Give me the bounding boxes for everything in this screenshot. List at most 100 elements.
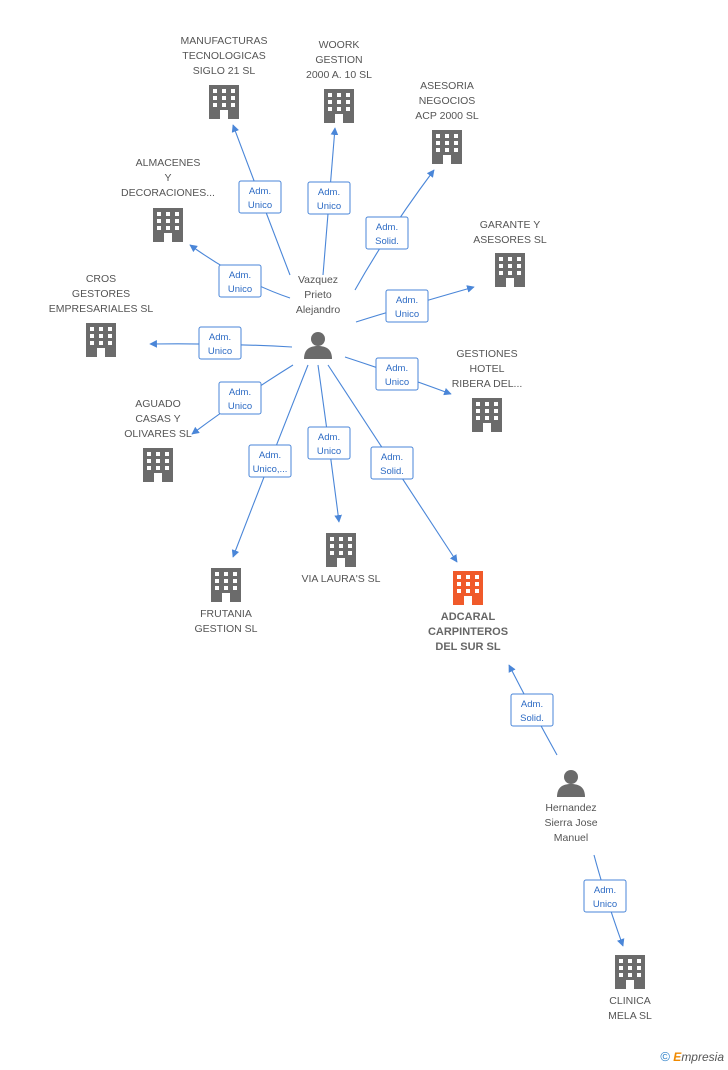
company-name: OLIVARES SL <box>124 428 192 440</box>
company-node-c11[interactable]: ADCARAL CARPINTEROS DEL SUR SL <box>428 571 508 653</box>
company-name: DEL SUR SL <box>435 641 500 653</box>
building-icon <box>211 568 241 602</box>
company-node-c12[interactable]: CLINICA MELA SL <box>608 955 652 1022</box>
edge-label-box <box>370 446 414 480</box>
edge-label-p1-c9[interactable]: Adm. Unico <box>307 426 351 460</box>
edge-label-text: Solid. <box>375 236 399 247</box>
company-node-c5[interactable]: GARANTE Y ASESORES SL <box>473 219 547 287</box>
company-name: WOORK <box>319 39 360 51</box>
company-name: FRUTANIA <box>200 608 252 620</box>
company-name: ACP 2000 SL <box>415 110 479 122</box>
company-node-c9[interactable]: VIA LAURA'S SL <box>301 533 381 585</box>
company-node-c2[interactable]: WOORK GESTION 2000 A. 10 SL <box>306 39 372 123</box>
edge-label-box <box>218 381 262 415</box>
edge-label-p1-c11[interactable]: Adm.Solid. <box>370 446 414 480</box>
edge-label-p1-c10[interactable]: Adm.Unico,... <box>248 444 292 478</box>
edge-label-text: Adm. <box>209 332 231 343</box>
edge-label-text: Unico <box>228 401 252 412</box>
company-name: AGUADO <box>135 398 181 410</box>
person-name: Alejandro <box>296 304 341 316</box>
edge-label-box <box>583 879 627 913</box>
edge-label-p2-c11[interactable]: Adm.Solid. <box>510 693 554 727</box>
building-icon <box>615 955 645 989</box>
building-icon <box>324 89 354 123</box>
building-icon <box>86 323 116 357</box>
edge-label-p2-c12[interactable]: Adm.Unico <box>583 879 627 913</box>
edge-label-text: Adm. <box>229 387 251 398</box>
edge-label-p1-c6[interactable]: Adm. Unico <box>198 326 242 360</box>
edge-label-text: Unico <box>385 377 409 388</box>
edge-label-p1-c4[interactable]: Adm. Unico <box>218 264 262 298</box>
edge-label-p1-c5[interactable]: Adm.Unico <box>385 289 429 323</box>
company-name: CLINICA <box>609 995 650 1007</box>
edge-label-text: Unico <box>317 446 341 457</box>
person-name: Manuel <box>554 832 588 844</box>
person-name: Hernandez <box>545 802 596 814</box>
edge-label-box <box>198 326 242 360</box>
company-name: TECNOLOGICAS <box>182 50 265 62</box>
edge-label-box <box>218 264 262 298</box>
company-name: 2000 A. 10 SL <box>306 69 372 81</box>
edge-label-text: Adm. <box>259 450 281 461</box>
company-name: CASAS Y <box>135 413 180 425</box>
edge-label-text: Adm. <box>229 270 251 281</box>
brand-footer[interactable]: © Empresia <box>660 1049 724 1064</box>
company-name: HOTEL <box>469 363 504 375</box>
edge-label-box <box>385 289 429 323</box>
edge-label-text: Adm. <box>376 222 398 233</box>
company-name: MELA SL <box>608 1010 652 1022</box>
company-name: GARANTE Y <box>480 219 541 231</box>
building-icon <box>143 448 173 482</box>
edge-label-box <box>375 357 419 391</box>
edge-label-box <box>238 180 282 214</box>
brand-logo-text: mpresia <box>681 1050 724 1064</box>
company-name: ADCARAL <box>441 611 496 623</box>
edge-label-p1-c2[interactable]: Adm.Unico <box>307 181 351 215</box>
building-icon <box>326 533 356 567</box>
edge-label-text: Adm. <box>386 363 408 374</box>
edge-label-p1-c7[interactable]: Adm. Unico <box>375 357 419 391</box>
building-icon <box>209 85 239 119</box>
company-name: GESTION <box>315 54 362 66</box>
edge-label-text: Unico <box>248 200 272 211</box>
building-icon <box>432 130 462 164</box>
person-name: Vazquez <box>298 274 338 286</box>
company-name: CARPINTEROS <box>428 626 508 638</box>
company-name: ALMACENES <box>136 157 201 169</box>
edge-label-box <box>248 444 292 478</box>
building-icon <box>495 253 525 287</box>
company-name: ASESORES SL <box>473 234 547 246</box>
edge-label-text: Unico <box>208 346 232 357</box>
edge-label-box <box>307 181 351 215</box>
edge-label-p1-c3[interactable]: Adm. Solid. <box>365 216 409 250</box>
edge-label-text: Unico <box>228 284 252 295</box>
edge-label-text: Adm. <box>318 432 340 443</box>
company-name: SIGLO 21 SL <box>193 65 256 77</box>
edge-label-text: Solid. <box>520 713 544 724</box>
person-name: Prieto <box>304 289 332 301</box>
edge-label-p1-c8[interactable]: Adm. Unico <box>218 381 262 415</box>
company-name: EMPRESARIALES SL <box>49 303 154 315</box>
company-name: Y <box>164 172 171 184</box>
company-name: DECORACIONES... <box>121 187 215 199</box>
edge-label-text: Unico <box>317 201 341 212</box>
company-node-c8[interactable]: AGUADO CASAS Y OLIVARES SL <box>124 398 192 482</box>
edge-label-p1-c1[interactable]: Adm.Unico <box>238 180 282 214</box>
company-name: VIA LAURA'S SL <box>301 573 380 585</box>
company-name: GESTIONES <box>456 348 517 360</box>
company-name: GESTORES <box>72 288 130 300</box>
building-icon <box>453 571 483 605</box>
building-icon <box>153 208 183 242</box>
company-node-c4[interactable]: ALMACENES Y DECORACIONES... <box>121 157 215 242</box>
company-name: ASESORIA <box>420 80 474 92</box>
edge-label-text: Unico <box>395 309 419 320</box>
person-name: Sierra Jose <box>544 817 597 829</box>
